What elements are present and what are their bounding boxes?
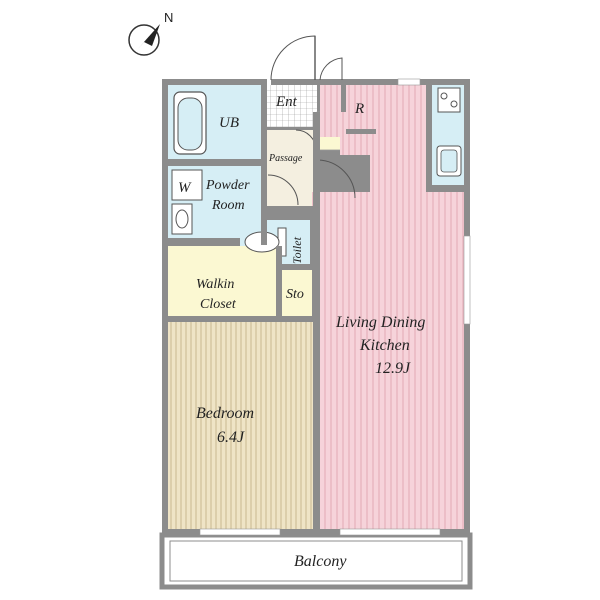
label-balcony: Balcony (294, 553, 347, 570)
ldk-door-icon (317, 159, 356, 199)
label-toilet: Toilet (290, 236, 304, 264)
compass-north-label: N (164, 10, 173, 25)
label-powder-room-1: Powder (205, 178, 250, 193)
label-powder-room-2: Room (211, 198, 245, 213)
label-passage: Passage (268, 153, 303, 164)
compass-needle-tail-icon (144, 24, 160, 46)
interior-walls (168, 85, 432, 529)
washing-machine-icon (171, 169, 203, 201)
bathtub-icon (173, 91, 207, 155)
storage-floor (282, 270, 312, 316)
label-bedroom: Bedroom (196, 405, 254, 422)
washbasin-icon (171, 203, 193, 235)
label-ldk-1: Living Dining (335, 314, 425, 331)
label-unit-bath: UB (219, 115, 239, 131)
powder-door-icon (267, 174, 299, 206)
walkin-closet-floor (168, 246, 276, 316)
window-ldk-right (463, 235, 471, 325)
stove-icon (437, 87, 461, 113)
label-walkin-1: Walkin (196, 277, 234, 292)
passage-floor (267, 130, 313, 206)
window-ldk-bottom (339, 528, 441, 536)
ldk-floor (312, 85, 464, 529)
entrance-floor (267, 85, 317, 127)
label-washer: W (178, 180, 192, 196)
label-refrigerator: R (354, 101, 364, 117)
label-ldk-2: Kitchen (359, 337, 410, 354)
kitchen-sink-icon (436, 145, 462, 177)
label-bedroom-size: 6.4J (217, 429, 245, 446)
compass-circle (128, 24, 160, 56)
label-storage: Sto (286, 287, 304, 302)
balcony-inner (169, 540, 463, 582)
window-ldk-top (397, 78, 421, 86)
entrance-door-icon (267, 35, 343, 85)
bedroom-floor (168, 322, 313, 529)
window-bedroom-bottom (199, 528, 281, 536)
label-ldk-size: 12.9J (375, 360, 411, 377)
label-entrance: Ent (275, 94, 298, 110)
label-walkin-2: Closet (200, 297, 237, 312)
compass: N (128, 10, 173, 56)
